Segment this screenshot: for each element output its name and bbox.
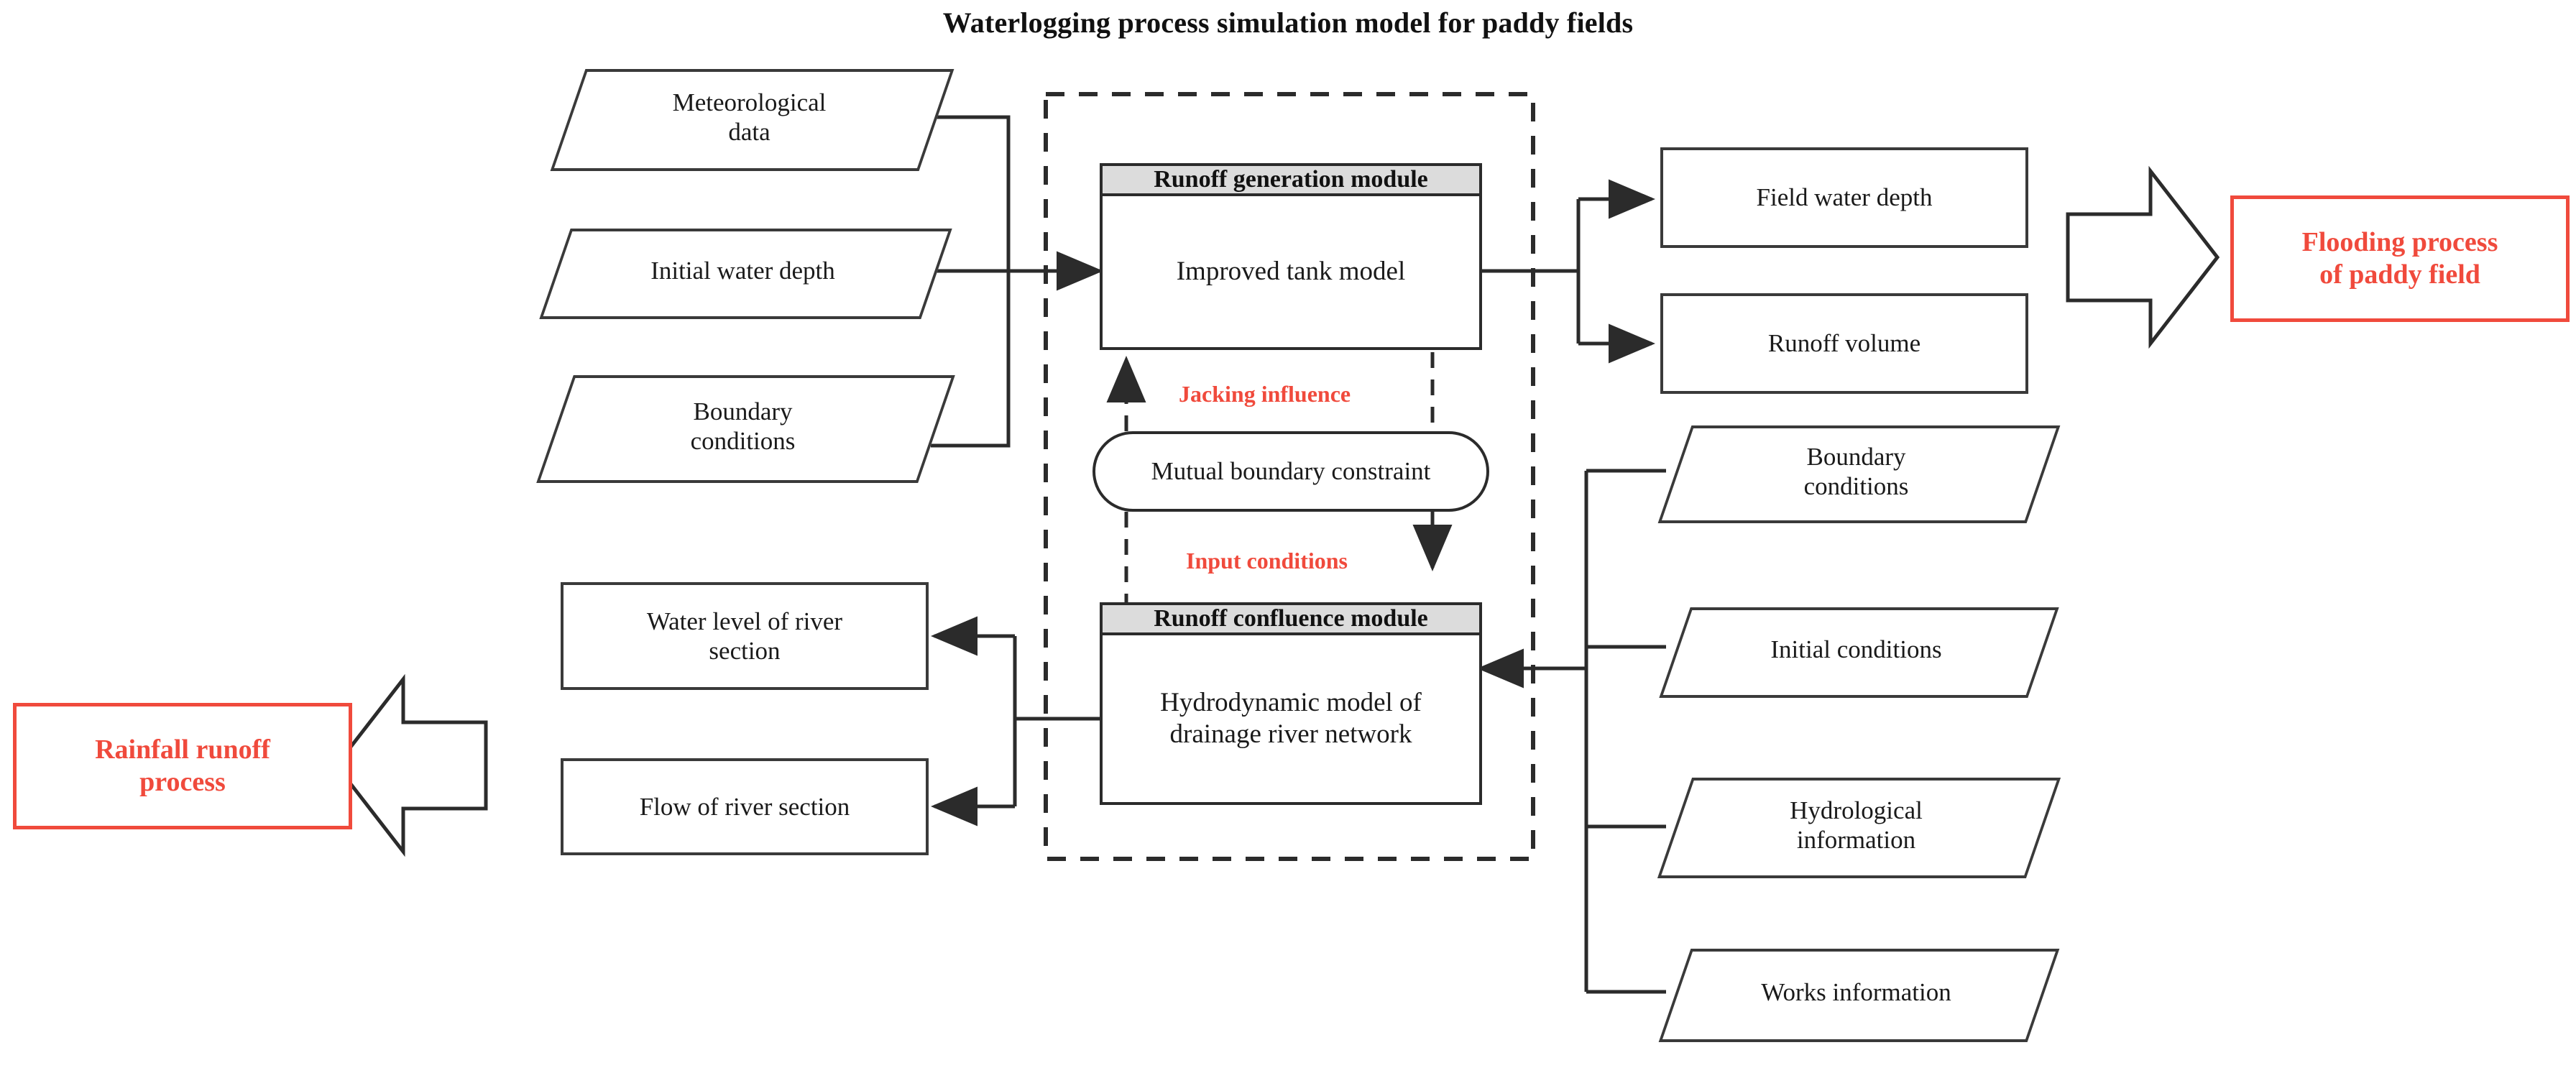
input-works-information[interactable]: Works information bbox=[1658, 949, 2060, 1042]
input-label: Works information bbox=[1761, 978, 1951, 1007]
output-label: Runoff volume bbox=[1767, 329, 1921, 358]
input-initial-water-depth[interactable]: Initial water depth bbox=[539, 229, 952, 319]
input-label: Initial water depth bbox=[650, 257, 835, 285]
coupling-label: Mutual boundary constraint bbox=[1151, 457, 1431, 486]
input-label: Initial conditions bbox=[1770, 635, 1942, 664]
block-arrow-right bbox=[2066, 165, 2220, 349]
output-label: Field water depth bbox=[1756, 183, 1933, 212]
module-body: Improved tank model bbox=[1176, 257, 1406, 287]
runoff-confluence-module[interactable]: Runoff confluence module Hydrodynamic mo… bbox=[1100, 602, 1482, 805]
module-header: Runoff generation module bbox=[1103, 166, 1479, 196]
input-initial-conditions[interactable]: Initial conditions bbox=[1659, 607, 2059, 698]
mutual-boundary-constraint-node[interactable]: Mutual boundary constraint bbox=[1092, 431, 1489, 512]
block-arrow-left bbox=[334, 673, 488, 857]
output-flow-of-river-section[interactable]: Flow of river section bbox=[561, 758, 929, 855]
jacking-influence-label: Jacking influence bbox=[1179, 381, 1351, 407]
gen-output-trunk bbox=[1481, 199, 1581, 273]
output-runoff-volume[interactable]: Runoff volume bbox=[1660, 293, 2028, 394]
runoff-generation-module[interactable]: Runoff generation module Improved tank m… bbox=[1100, 163, 1482, 350]
output-field-water-depth[interactable]: Field water depth bbox=[1660, 147, 2028, 248]
left-input-trunk bbox=[931, 115, 1011, 448]
page-title: Waterlogging process simulation model fo… bbox=[942, 6, 1634, 39]
coupled-model-boundary bbox=[1044, 92, 1535, 861]
output-label: Flow of river section bbox=[639, 792, 850, 821]
input-conditions-label: Input conditions bbox=[1186, 548, 1348, 574]
conf-output-trunk bbox=[1013, 636, 1100, 721]
module-header: Runoff confluence module bbox=[1103, 605, 1479, 635]
